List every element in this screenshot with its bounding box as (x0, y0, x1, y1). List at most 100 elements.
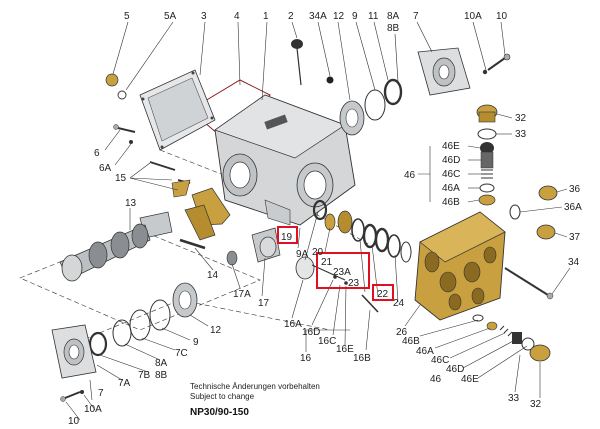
connecting-rods-part (184, 187, 231, 241)
bearing-top-part (339, 100, 365, 136)
callout-6: 6 (94, 148, 100, 159)
callout-7-top: 7 (413, 11, 419, 22)
callout-10-bottom: 10 (68, 416, 80, 427)
flange-cover-top-part (417, 47, 471, 96)
callout-8b-bottom: 8B (155, 370, 168, 381)
callout-16a: 16A (284, 319, 302, 330)
callout-37: 37 (569, 232, 581, 243)
plunger-16-part (295, 256, 348, 285)
callout-9a-mid: 9A (296, 249, 309, 260)
seal-7b-part (88, 331, 108, 357)
crankshaft-part (59, 211, 173, 282)
plug-32-bottom-part (529, 344, 551, 362)
callout-34: 34 (568, 257, 580, 268)
packing-rings-part (337, 210, 412, 263)
seal-5a-part (117, 90, 127, 100)
leader-lines (65, 21, 571, 421)
callout-16e: 16E (336, 344, 354, 355)
crankcase-housing-part (214, 94, 356, 226)
plug-36-part (538, 185, 558, 201)
gasket-part (189, 79, 271, 141)
callout-10a-top: 10A (464, 11, 482, 22)
bearing-bottom-part (172, 282, 198, 318)
callout-26: 26 (396, 327, 408, 338)
callout-19: 19 (281, 232, 293, 243)
manifold-head-part (414, 211, 506, 321)
callout-13: 13 (125, 198, 137, 209)
callout-12-top: 12 (333, 11, 345, 22)
callout-23a: 23A (333, 267, 351, 278)
plug-34a-part (326, 76, 334, 84)
callout-3: 3 (201, 11, 207, 22)
callout-16b: 16B (353, 353, 371, 364)
cover-plate-part (139, 69, 216, 151)
callout-46d-top: 46D (442, 155, 460, 166)
callout-46e-top: 46E (442, 141, 460, 152)
callout-7-bottom: 7 (98, 388, 104, 399)
plug-32-top-part (476, 104, 498, 123)
callout-46b-bottom: 46B (402, 336, 420, 347)
washer-10a-top-part (482, 69, 488, 75)
seal-ring-top-part (383, 78, 403, 106)
callout-8b-top: 8B (387, 23, 400, 34)
callout-4: 4 (234, 11, 240, 22)
callout-15: 15 (115, 173, 127, 184)
callout-5a: 5A (164, 11, 177, 22)
callout-14: 14 (207, 270, 219, 281)
callout-22: 22 (377, 289, 389, 300)
callout-17: 17 (258, 298, 270, 309)
oring-9-bottom-part (149, 299, 171, 331)
oring-top-part (364, 89, 386, 121)
dipstick-part (291, 39, 303, 86)
callout-46c-top: 46C (442, 169, 460, 180)
callout-32-top: 32 (515, 113, 527, 124)
flange-cover-bottom-part (51, 324, 97, 379)
callout-8a-top: 8A (387, 11, 400, 22)
bolt-16b-part (361, 294, 379, 313)
model-number: NP30/90-150 (190, 407, 249, 418)
callout-10-top: 10 (496, 11, 508, 22)
callout-24: 24 (393, 298, 405, 309)
callout-21: 21 (321, 257, 333, 268)
screw-6-part (113, 124, 136, 133)
callout-33-bottom: 33 (508, 393, 520, 404)
callout-46b-top: 46B (442, 197, 460, 208)
callout-11: 11 (368, 11, 379, 22)
highlight-box-21-23 (316, 252, 370, 289)
screw-10-top-part (487, 53, 511, 71)
seal-7c-part (129, 309, 151, 341)
pin-14-part (179, 238, 206, 250)
callout-46a-top: 46A (442, 183, 460, 194)
drain-plug-5-part (105, 73, 119, 87)
callout-36a: 36A (564, 202, 582, 213)
callout-17a: 17A (233, 289, 251, 300)
manifold-bolt-34-part (504, 267, 554, 300)
change-notice-de: Technische Änderungen vorbehalten (190, 382, 320, 391)
callout-16: 16 (300, 353, 312, 364)
washer-10a-bottom-part (80, 390, 84, 394)
washer-6a-part (129, 140, 133, 144)
seal-36a-part (509, 204, 521, 220)
callout-46-top: 46 (404, 170, 416, 181)
callout-9-top: 9 (352, 11, 358, 22)
callout-6a: 6A (99, 163, 112, 174)
oil-seal-19-part (312, 199, 328, 221)
callout-16c: 16C (318, 336, 336, 347)
plug-37-part (536, 224, 556, 240)
callout-1: 1 (263, 11, 269, 22)
change-notice: Technische Änderungen vorbehalten Subjec… (190, 382, 320, 402)
valve-stack-top-part (478, 142, 496, 206)
seal-20-part (324, 213, 336, 231)
highlight-box-22 (372, 284, 394, 301)
callout-46d-bottom: 46D (446, 364, 464, 375)
callout-46a-bottom: 46A (416, 346, 434, 357)
connecting-rod-pins-part (149, 161, 191, 198)
screw-10-bottom-part (60, 391, 81, 402)
oring-33-top-part (477, 128, 497, 140)
change-notice-en: Subject to change (190, 392, 255, 401)
callout-9-bottom: 9 (193, 337, 199, 348)
callout-33-top: 33 (515, 129, 527, 140)
callout-23: 23 (348, 278, 360, 289)
callout-46-bottom: 46 (430, 374, 442, 385)
